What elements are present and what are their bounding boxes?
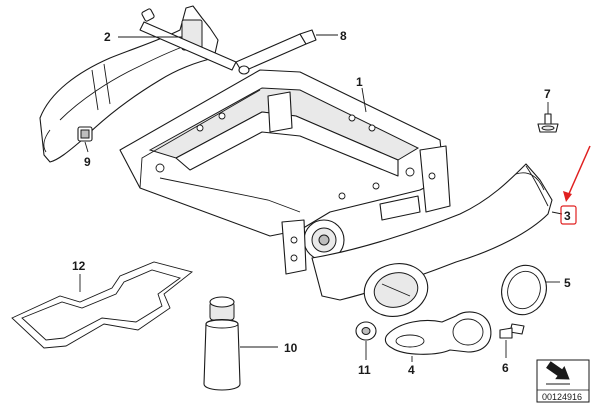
callout-1: 1 <box>356 75 363 89</box>
part-6-screw <box>499 323 525 358</box>
part-3-side-cover <box>311 163 563 317</box>
part-9-clip <box>77 126 93 153</box>
part-1-seat-frame <box>119 69 451 275</box>
callout-11: 11 <box>358 363 371 377</box>
part-5-cap <box>501 264 560 316</box>
document-number: 00124916 <box>542 392 582 402</box>
part-4-trim-ring <box>384 311 492 362</box>
callout-3: 3 <box>564 209 571 223</box>
arrow-icon <box>546 361 570 385</box>
part-8-gas-strut <box>139 8 338 75</box>
callout-2: 2 <box>104 30 111 44</box>
part-12-wire-mat <box>11 261 193 349</box>
callout-4: 4 <box>408 363 415 377</box>
part-10-tube <box>203 296 278 391</box>
callout-8: 8 <box>340 29 347 43</box>
highlight-arrow <box>567 145 591 197</box>
part-7-bolt <box>537 102 559 133</box>
callout-5: 5 <box>564 276 571 290</box>
document-number-box: 00124916 <box>536 359 590 403</box>
highlight-box <box>560 205 577 225</box>
callout-7: 7 <box>544 87 551 101</box>
callout-9: 9 <box>84 155 91 169</box>
part-11-washer <box>355 321 377 360</box>
highlight-marker <box>560 145 591 225</box>
callout-10: 10 <box>284 341 298 355</box>
callout-12: 12 <box>72 259 86 273</box>
callout-6: 6 <box>502 361 509 375</box>
highlight-arrowhead <box>563 191 572 202</box>
